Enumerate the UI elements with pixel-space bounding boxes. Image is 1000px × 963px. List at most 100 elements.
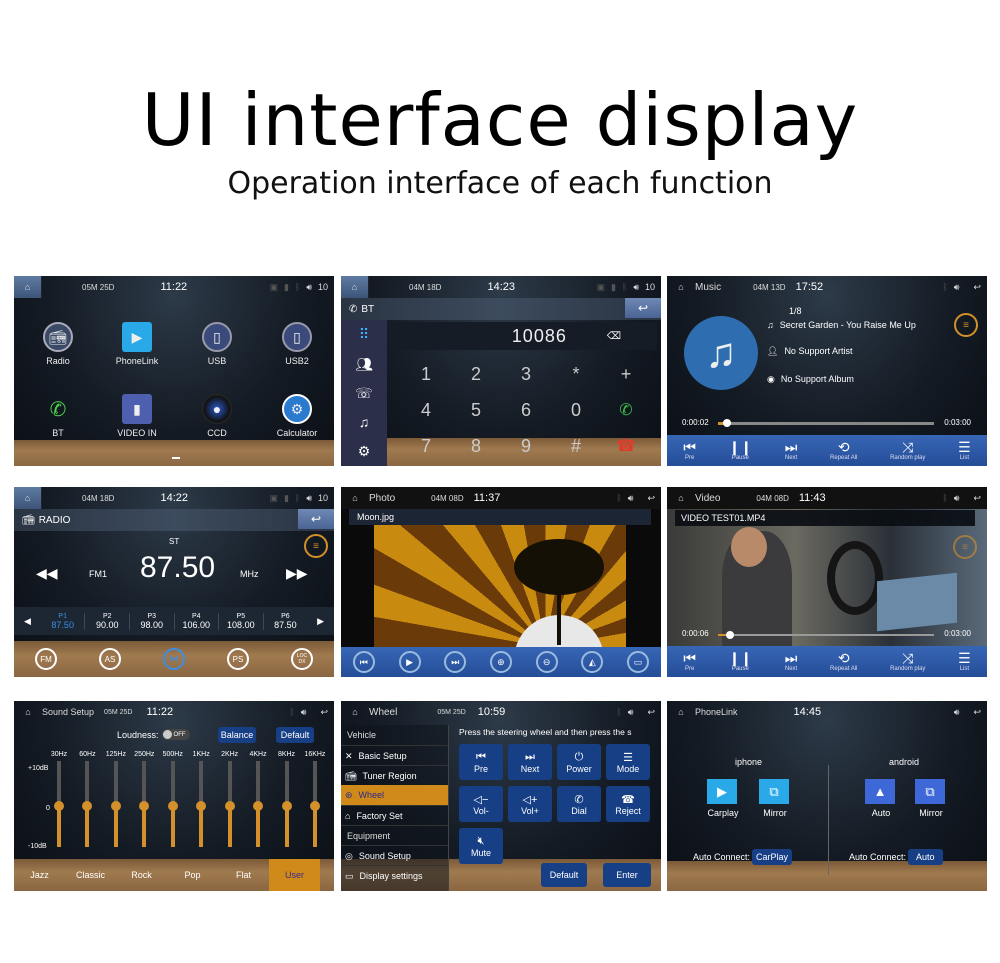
equalizer-button[interactable]: ≡ bbox=[954, 313, 978, 337]
key-1[interactable]: 1 bbox=[420, 363, 431, 384]
eq-band-125hz[interactable]: 125Hz bbox=[103, 751, 129, 857]
wheel-key-mute[interactable]: 🔇︎Mute bbox=[459, 828, 503, 864]
android-auto-connect-button[interactable]: Auto bbox=[908, 849, 943, 865]
shuffle-button[interactable]: ⤨Random play bbox=[890, 650, 926, 672]
repeat-button[interactable]: ⟲Repeat All bbox=[830, 439, 858, 461]
preset-user[interactable]: User bbox=[269, 859, 320, 891]
key-4[interactable]: 4 bbox=[420, 399, 431, 420]
key-8[interactable]: 8 bbox=[470, 435, 481, 456]
wheel-key-reject[interactable]: ☎Reject bbox=[606, 786, 650, 822]
eq-band-1khz[interactable]: 1KHz bbox=[188, 751, 214, 857]
app-usb[interactable]: ▯USB bbox=[187, 322, 247, 366]
wheel-key-next[interactable]: ⏭Next bbox=[508, 744, 552, 780]
settings-icon[interactable]: ⚙︎ bbox=[357, 442, 371, 459]
rotate-button[interactable]: ◭ bbox=[581, 651, 604, 673]
preset-prev-icon[interactable]: ◀ bbox=[24, 615, 31, 626]
preset-pop[interactable]: Pop bbox=[184, 870, 201, 880]
equalizer-button[interactable]: ≡ bbox=[953, 535, 977, 559]
home-button[interactable]: ⌂ bbox=[667, 276, 695, 298]
home-button[interactable]: ⌂ bbox=[341, 276, 369, 298]
home-button[interactable]: ⌂ bbox=[14, 276, 42, 298]
home-button[interactable]: ⌂ bbox=[667, 701, 695, 723]
key-9[interactable]: 9 bbox=[520, 435, 531, 456]
key-5[interactable]: 5 bbox=[470, 399, 481, 420]
menu-sound-setup[interactable]: ◎Sound Setup bbox=[341, 845, 448, 865]
play-button[interactable]: ▶ bbox=[398, 651, 421, 673]
app-calculator[interactable]: ⚙︎Calculator bbox=[267, 394, 327, 438]
eq-band-30hz[interactable]: 30Hz bbox=[46, 751, 72, 857]
as-button[interactable]: AS bbox=[99, 648, 121, 670]
eq-band-60hz[interactable]: 60Hz bbox=[74, 751, 100, 857]
android-auto-app[interactable]: ▲Auto bbox=[865, 779, 897, 818]
prev-button[interactable]: ⏮Pre bbox=[683, 650, 696, 672]
folder-button[interactable]: ▭ bbox=[627, 651, 650, 673]
prev-button[interactable]: ⏮Pre bbox=[683, 439, 696, 461]
key-plus[interactable]: + bbox=[620, 363, 632, 384]
preset-jazz[interactable]: Jazz bbox=[30, 870, 49, 880]
iphone-mirror-app[interactable]: ⧉Mirror bbox=[759, 779, 791, 818]
app-video-in[interactable]: ▮VIDEO IN bbox=[107, 394, 167, 438]
repeat-button[interactable]: ⟲Repeat All bbox=[830, 650, 858, 672]
preset-classic[interactable]: Classic bbox=[75, 870, 105, 880]
eq-band-2khz[interactable]: 2KHz bbox=[217, 751, 243, 857]
eq-band-250hz[interactable]: 250Hz bbox=[131, 751, 157, 857]
home-button[interactable]: ⌂ bbox=[341, 701, 369, 723]
wheel-key-power[interactable]: ⏻Power bbox=[557, 744, 601, 780]
progress-bar[interactable] bbox=[718, 419, 934, 427]
wheel-key-mode[interactable]: ☰Mode bbox=[606, 744, 650, 780]
preset-rock[interactable]: Rock bbox=[131, 870, 152, 880]
next-button[interactable]: ⏭ bbox=[444, 651, 467, 673]
preset-flat[interactable]: Flat bbox=[235, 870, 251, 880]
key-7[interactable]: 7 bbox=[420, 435, 431, 456]
back-icon[interactable]: ↩ bbox=[973, 706, 981, 717]
app-usb2[interactable]: ▯USB2 bbox=[267, 322, 327, 366]
preset-next-icon[interactable]: ▶ bbox=[317, 615, 325, 626]
back-icon[interactable]: ↩ bbox=[973, 492, 981, 503]
call-log-icon[interactable]: ☏ bbox=[355, 384, 373, 401]
key-6[interactable]: 6 bbox=[520, 399, 531, 420]
enter-button[interactable]: Enter bbox=[603, 863, 651, 887]
menu-basic-setup[interactable]: ✕Basic Setup bbox=[341, 745, 448, 765]
list-button[interactable]: ☰List bbox=[958, 439, 971, 461]
scan-button[interactable]: ⋈ bbox=[163, 648, 185, 670]
next-button[interactable]: ⏭Next bbox=[784, 439, 798, 461]
contacts-icon[interactable]: 👥︎ bbox=[355, 355, 373, 372]
zoom-in-button[interactable]: ⊕ bbox=[489, 651, 512, 673]
default-button[interactable]: Default bbox=[276, 727, 314, 743]
back-button[interactable]: ↩ bbox=[625, 298, 661, 318]
progress-handle[interactable] bbox=[723, 419, 731, 427]
back-icon[interactable]: ↩ bbox=[320, 706, 328, 717]
back-icon[interactable]: ↩ bbox=[973, 281, 981, 292]
list-button[interactable]: ☰List bbox=[958, 650, 971, 672]
next-button[interactable]: ⏭Next bbox=[784, 650, 798, 672]
home-button[interactable]: ⌂ bbox=[14, 487, 42, 509]
menu-factory-set[interactable]: ⌂Factory Set bbox=[341, 805, 448, 825]
default-button[interactable]: Default bbox=[541, 863, 587, 887]
app-bt[interactable]: ✆BT bbox=[28, 394, 88, 439]
bt-music-icon[interactable]: ♫ bbox=[358, 414, 370, 431]
zoom-out-button[interactable]: ⊖ bbox=[535, 651, 558, 673]
app-radio[interactable]: 📻︎Radio bbox=[28, 322, 88, 366]
eq-band-500hz[interactable]: 500Hz bbox=[160, 751, 186, 857]
loudness-toggle[interactable]: OFF bbox=[161, 729, 190, 740]
wheel-key-vol-up[interactable]: ◁+Vol+ bbox=[508, 786, 552, 822]
eq-band-4khz[interactable]: 4KHz bbox=[245, 751, 271, 857]
menu-wheel[interactable]: ⊛Wheel bbox=[341, 785, 448, 805]
ps-button[interactable]: PS bbox=[227, 648, 249, 670]
pause-button[interactable]: ❙❙Pause bbox=[728, 439, 753, 461]
seek-forward-button[interactable]: ▶▶ bbox=[286, 565, 308, 581]
backspace-icon[interactable]: ⌫ bbox=[606, 330, 621, 342]
progress-handle[interactable] bbox=[726, 631, 734, 639]
balance-button[interactable]: Balance bbox=[218, 727, 256, 743]
eq-band-8khz[interactable]: 8KHz bbox=[274, 751, 300, 857]
key-2[interactable]: 2 bbox=[470, 363, 481, 384]
fm-button[interactable]: FM bbox=[35, 648, 57, 670]
android-mirror-app[interactable]: ⧉Mirror bbox=[915, 779, 947, 818]
home-button[interactable]: ⌂ bbox=[14, 701, 42, 723]
